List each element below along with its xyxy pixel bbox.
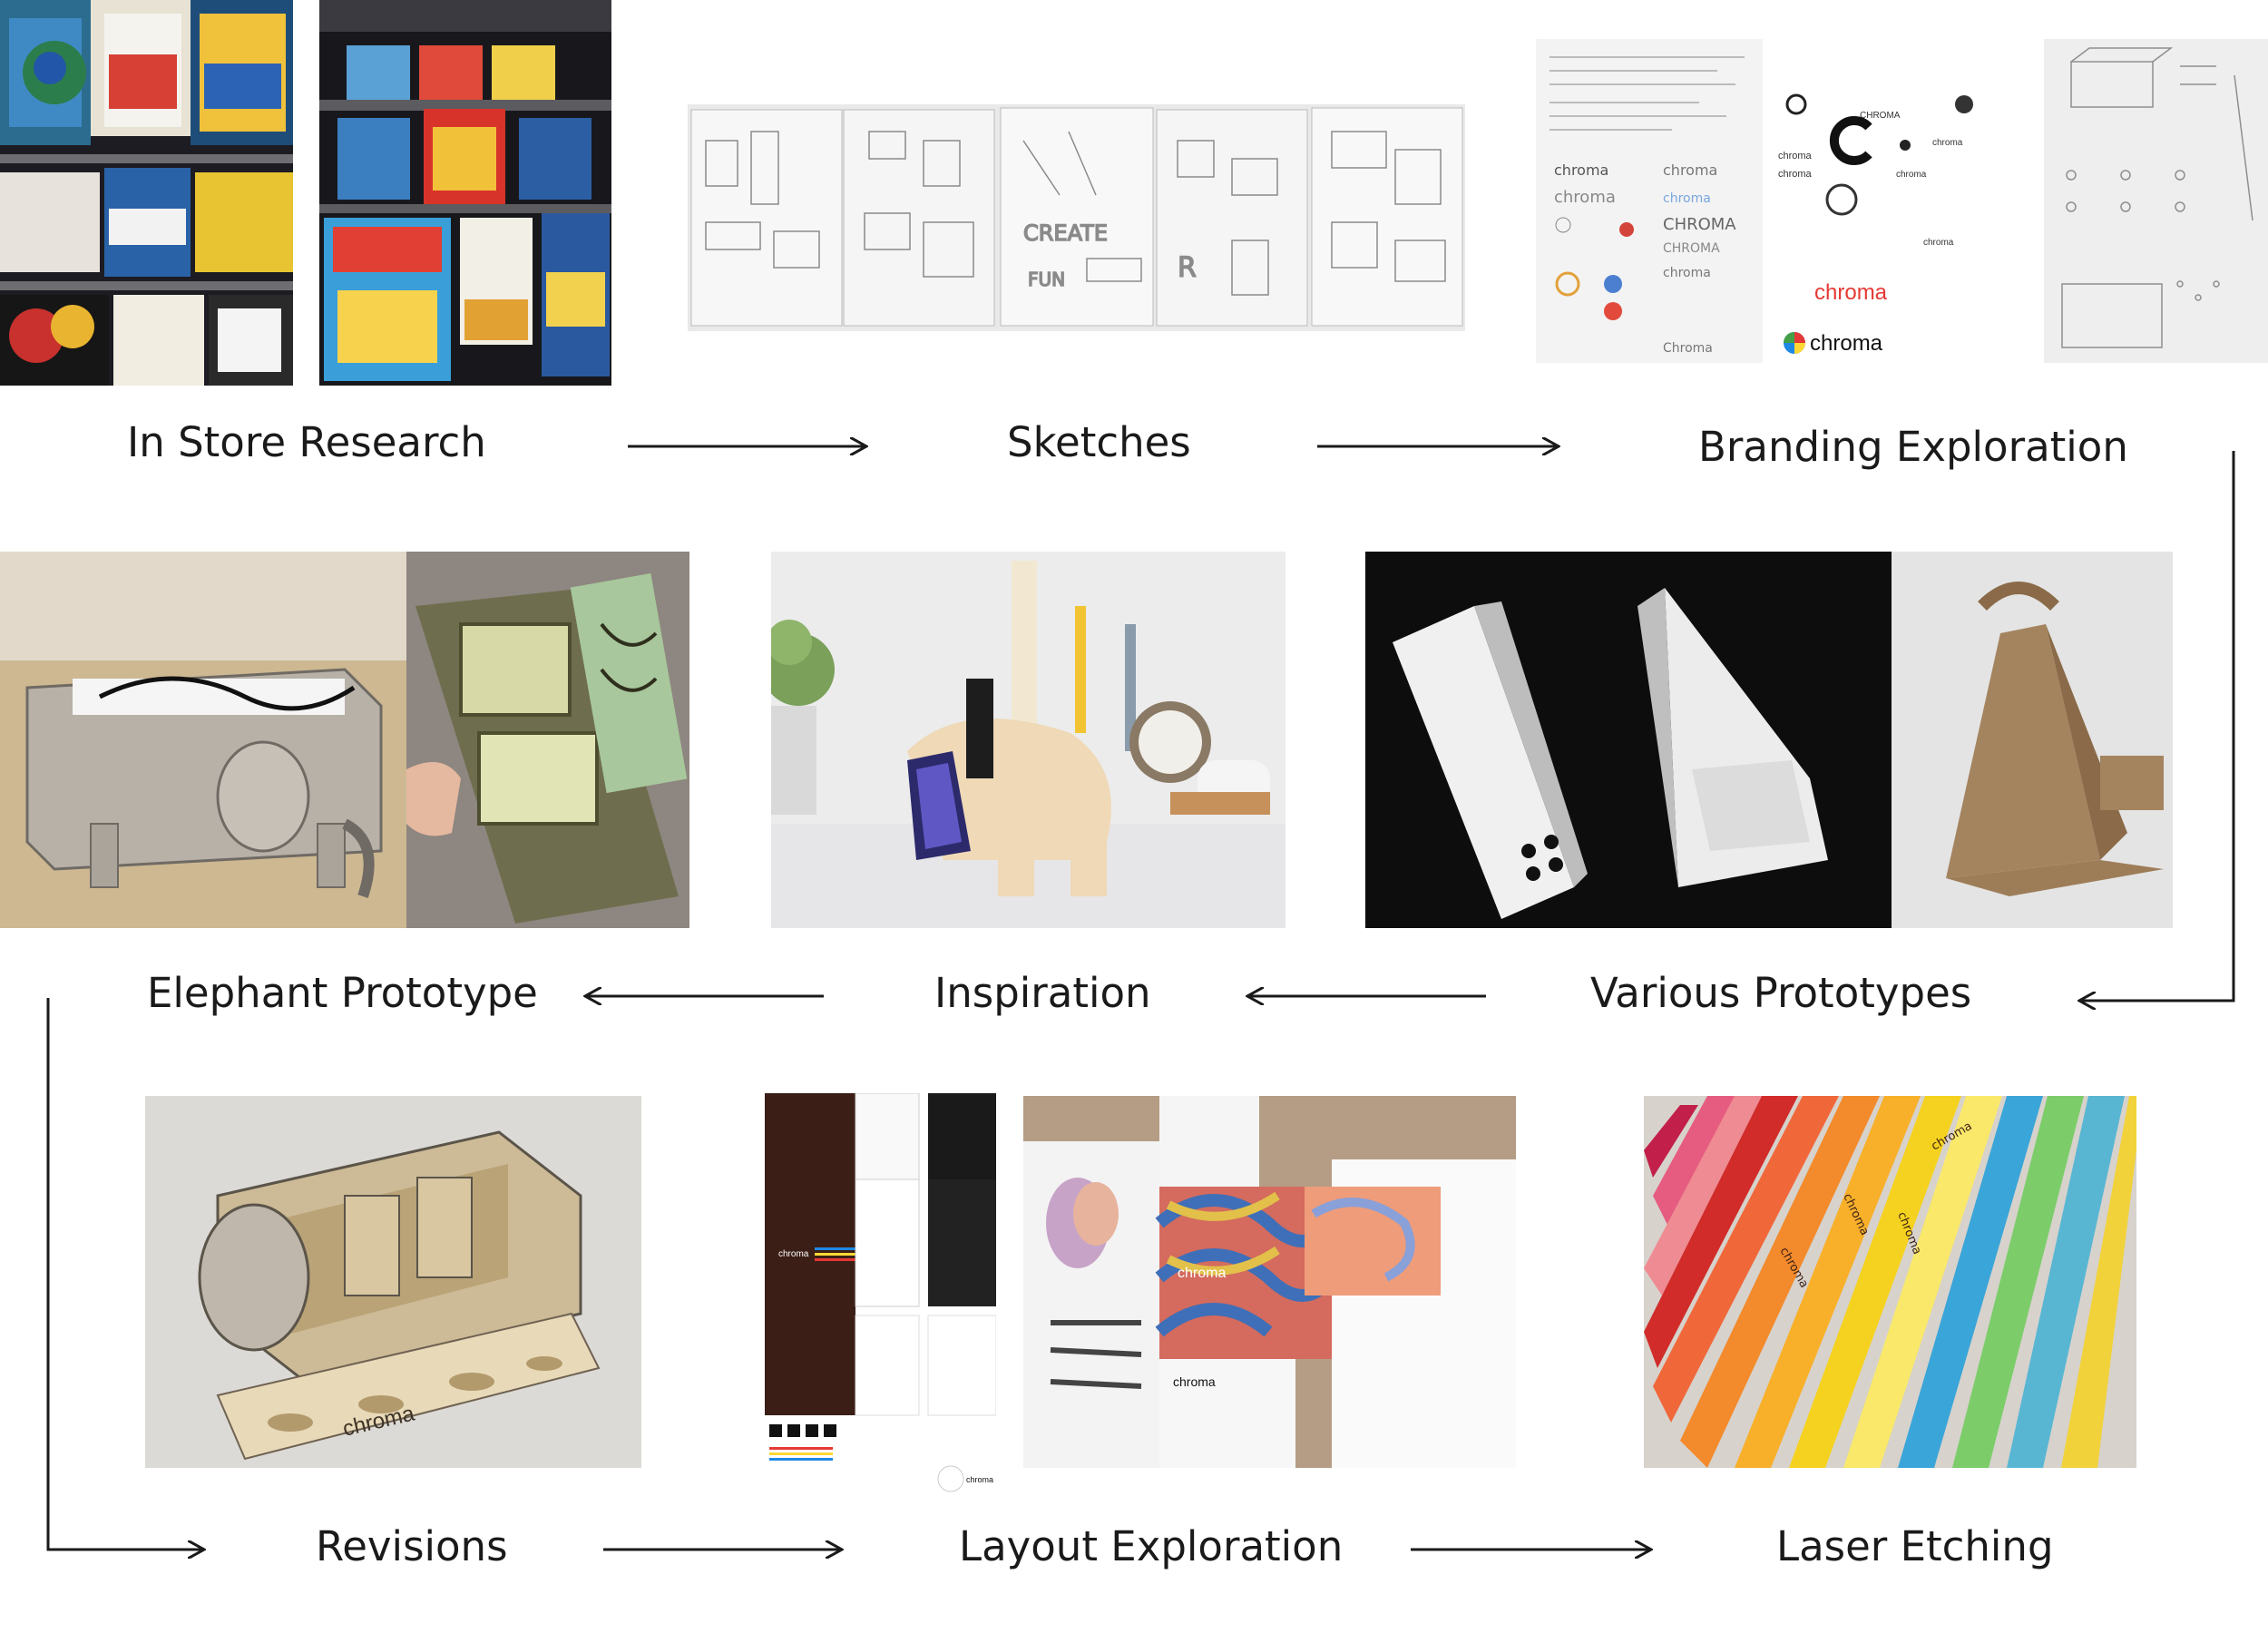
- svg-text:FUN: FUN: [1028, 269, 1065, 290]
- photo-in-store-shelf-1: [0, 0, 293, 386]
- svg-text:CHROMA: CHROMA: [1663, 241, 1720, 256]
- photo-elephant-prototype-open: [406, 552, 689, 928]
- step-label-branding-exploration: Branding Exploration: [1698, 423, 2128, 471]
- logo-wordmark: chroma: [1810, 331, 1883, 356]
- photo-various-prototypes-white: [1365, 552, 1892, 928]
- photo-laser-etched-pencils: chroma chroma chroma chroma: [1644, 1096, 2136, 1468]
- svg-text:R: R: [1178, 252, 1197, 284]
- svg-text:Chroma: Chroma: [1663, 341, 1713, 356]
- photo-various-prototypes-cardboard: [1892, 552, 2173, 928]
- svg-text:chroma: chroma: [1896, 170, 1927, 180]
- step-label-sketches: Sketches: [1007, 418, 1191, 466]
- step-label-various-prototypes: Various Prototypes: [1590, 969, 1972, 1017]
- photo-branding-system-sketch: [2044, 39, 2268, 363]
- svg-text:chroma: chroma: [1778, 169, 1813, 180]
- svg-text:CHROMA: CHROMA: [1860, 111, 1901, 121]
- photo-revisions-elephant-holder: chroma: [145, 1096, 641, 1468]
- svg-text:chroma: chroma: [1663, 191, 1711, 206]
- photo-elephant-prototype-assembled: [0, 552, 406, 928]
- photo-sketchbook: CREATE FUN R: [688, 104, 1465, 331]
- photo-in-store-shelf-2: [319, 0, 611, 386]
- svg-text:chroma: chroma: [1663, 266, 1711, 280]
- svg-text:chroma: chroma: [1173, 1374, 1216, 1389]
- photo-inspiration-elephant-holder: [771, 552, 1286, 928]
- svg-text:chroma: chroma: [1554, 188, 1616, 207]
- step-label-layout-exploration: Layout Exploration: [959, 1522, 1344, 1570]
- wordmark-sketch: chroma: [1554, 161, 1608, 179]
- svg-text:chroma: chroma: [778, 1249, 809, 1259]
- svg-text:CHROMA: CHROMA: [1663, 215, 1736, 234]
- step-label-in-store-research: In Store Research: [127, 418, 486, 466]
- photo-branding-logos: CHROMA chroma chroma chroma chroma chrom…: [1769, 54, 1996, 363]
- step-label-inspiration: Inspiration: [934, 969, 1151, 1017]
- svg-text:chroma: chroma: [1663, 161, 1717, 179]
- svg-text:chroma: chroma: [966, 1475, 993, 1484]
- photo-layout-packaging-sheet: chroma chroma: [765, 1093, 996, 1495]
- step-label-laser-etching: Laser Etching: [1776, 1522, 2054, 1570]
- step-label-revisions: Revisions: [316, 1522, 508, 1570]
- step-label-elephant-prototype: Elephant Prototype: [147, 969, 538, 1017]
- photo-layout-sketchbook-mockups: chroma chroma: [1023, 1096, 1516, 1468]
- rainbow-wordmark: chroma: [1814, 280, 1888, 305]
- svg-text:chroma: chroma: [1178, 1266, 1226, 1281]
- svg-text:chroma: chroma: [1778, 151, 1813, 161]
- svg-text:chroma: chroma: [1923, 238, 1954, 248]
- svg-text:chroma: chroma: [1932, 138, 1963, 148]
- svg-text:CREATE: CREATE: [1023, 220, 1108, 246]
- photo-branding-wordmarks: chroma chroma chroma chroma CHROMA CHROM…: [1536, 39, 1763, 363]
